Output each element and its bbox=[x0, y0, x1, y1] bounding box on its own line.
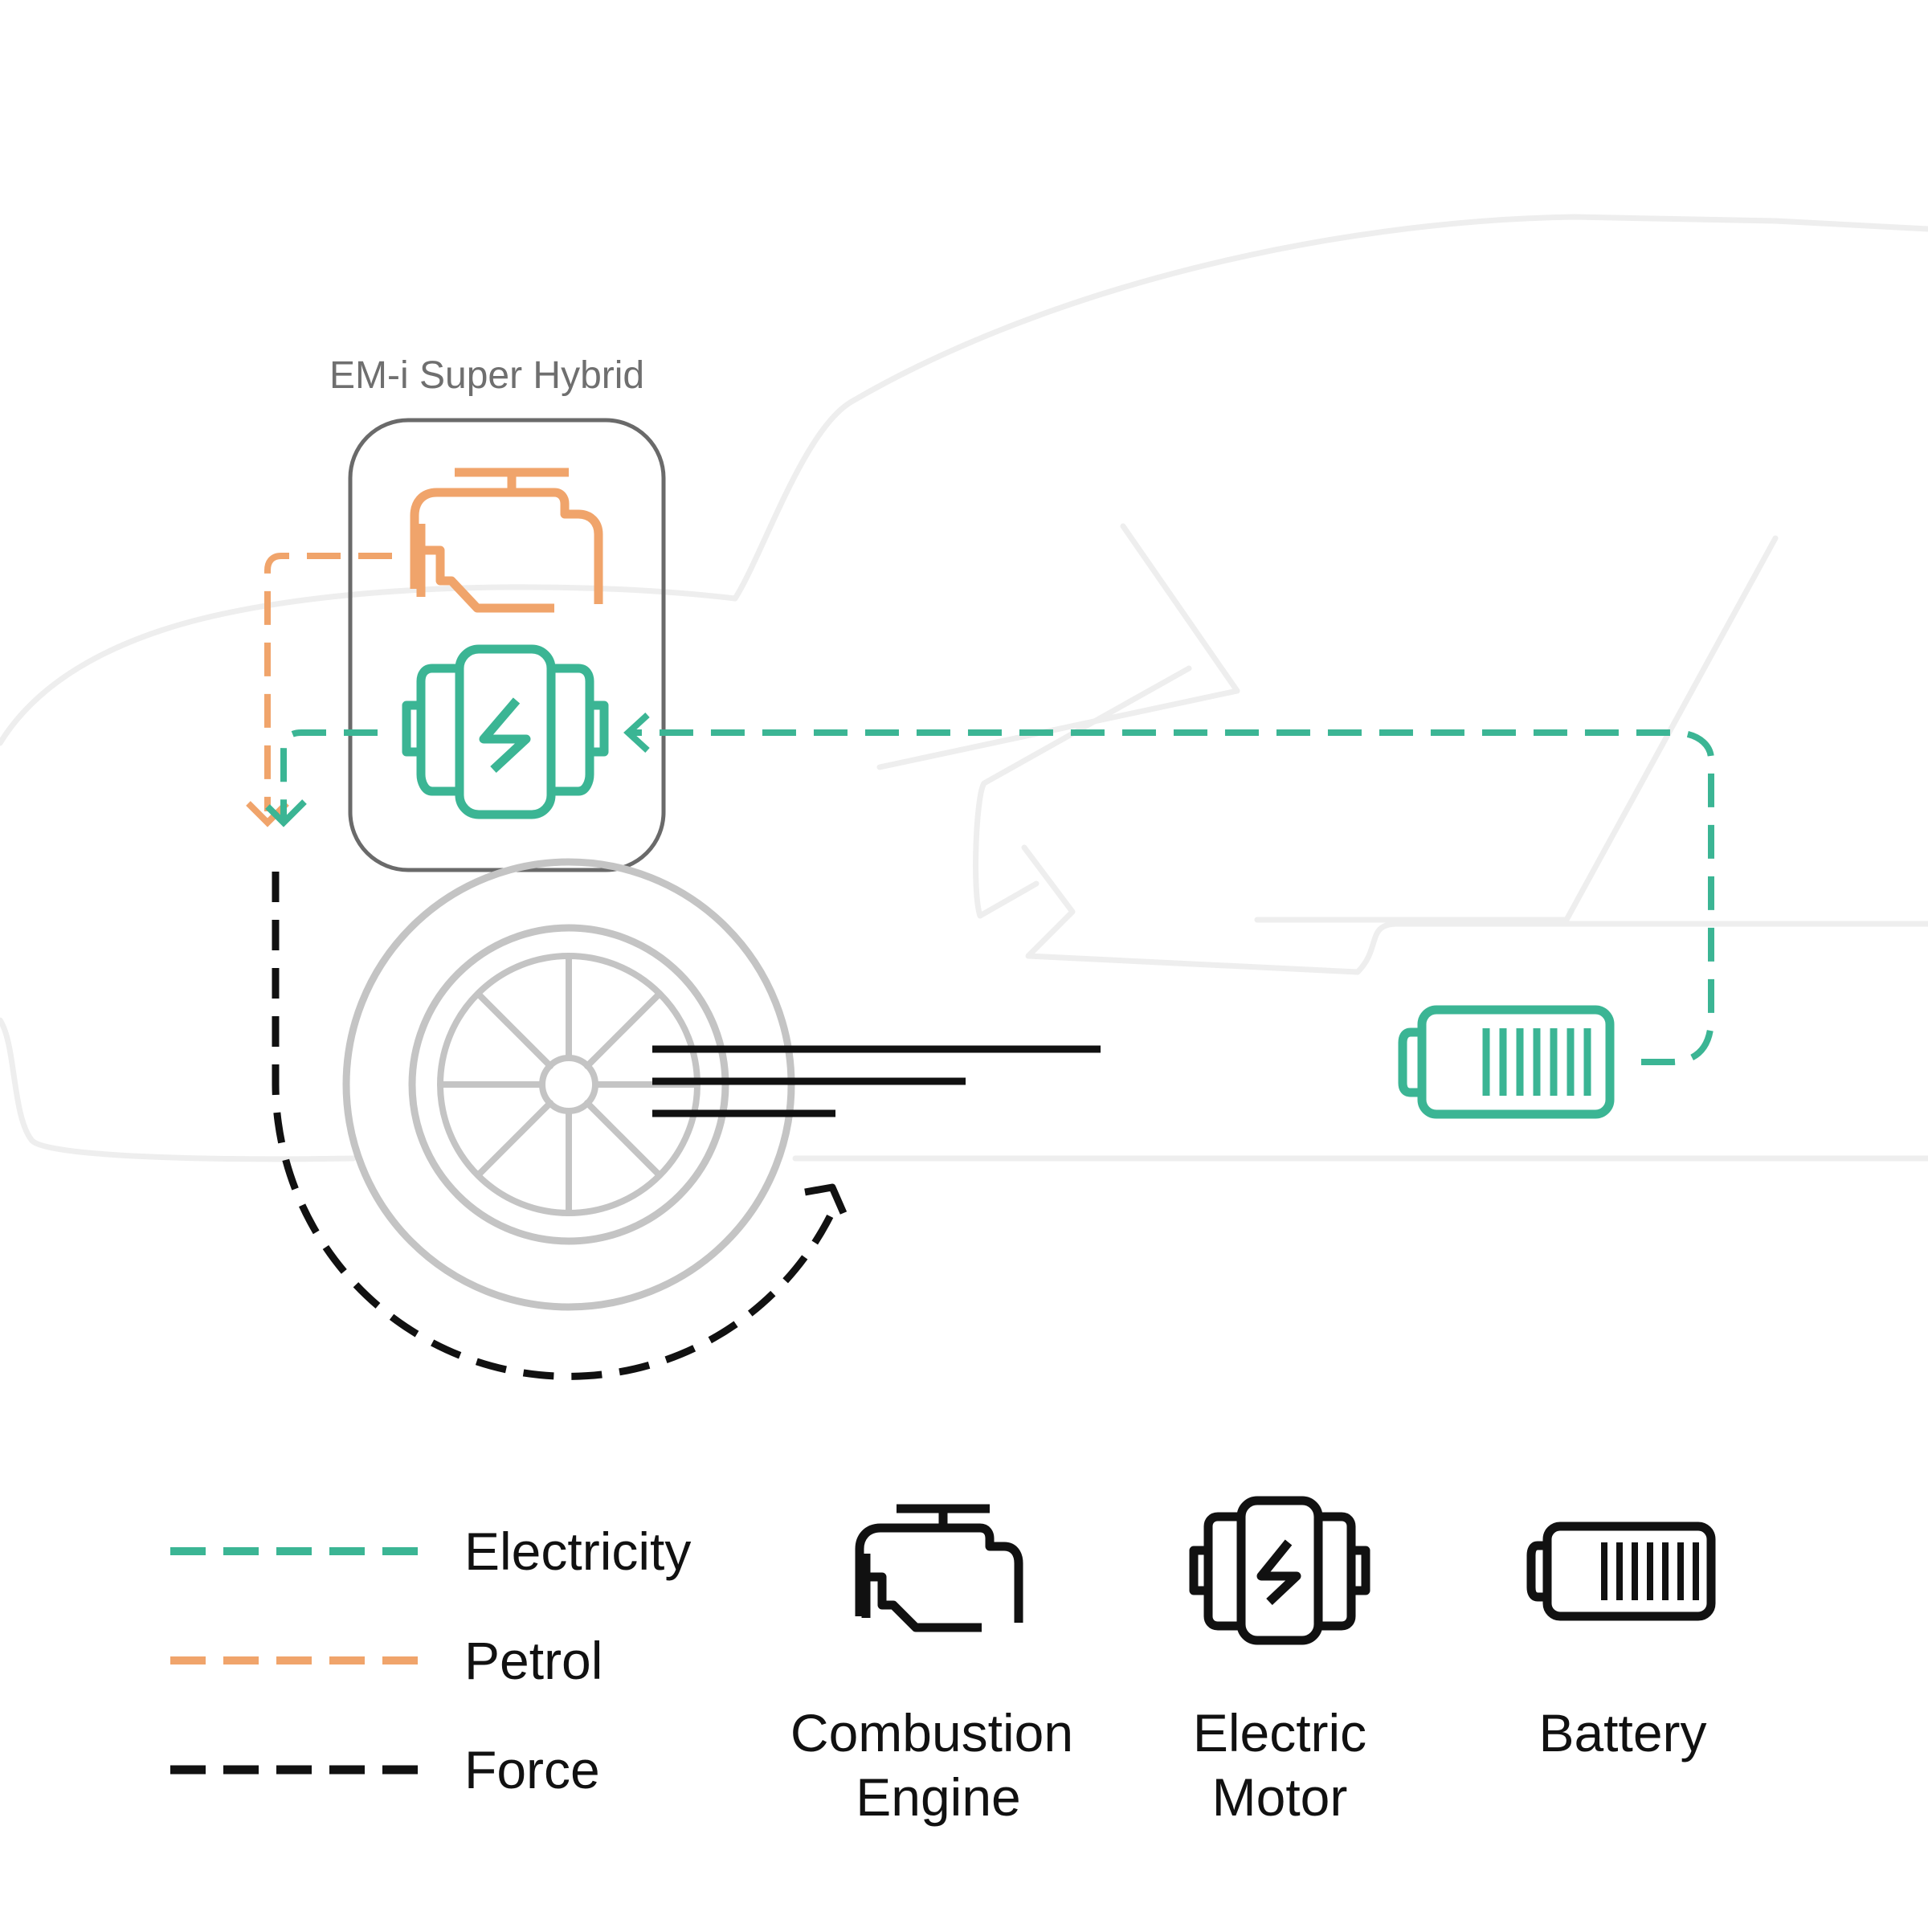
force-arrowhead bbox=[804, 1183, 848, 1215]
car-outline bbox=[0, 214, 1928, 1162]
battery-label: Battery bbox=[1538, 1703, 1707, 1762]
speed-lines bbox=[652, 1045, 1101, 1117]
engine-icon bbox=[410, 468, 603, 613]
legend-battery-icon bbox=[1526, 1522, 1716, 1621]
petrol-flow bbox=[264, 553, 392, 811]
hybrid-system-title: EM-i Super Hybrid bbox=[329, 354, 645, 397]
legend-force-label: Force bbox=[464, 1740, 600, 1799]
battery-icon bbox=[1398, 1005, 1615, 1119]
force-flow bbox=[272, 872, 839, 1380]
motor-label-line1: Electric bbox=[1192, 1703, 1367, 1762]
electricity-arrowhead-motor bbox=[623, 713, 650, 753]
electricity-arrowhead-wheel bbox=[265, 799, 307, 827]
electricity-flow bbox=[280, 729, 1714, 1065]
legend-engine-icon bbox=[855, 1504, 1023, 1632]
motor-label-line2: Motor bbox=[1211, 1767, 1348, 1827]
engine-label-line1: Combustion bbox=[790, 1703, 1074, 1762]
engine-label-line2: Engine bbox=[856, 1767, 1021, 1827]
legend-motor-icon bbox=[1189, 1496, 1370, 1645]
legend-electricity-label: Electricity bbox=[464, 1522, 692, 1581]
legend-petrol-label: Petrol bbox=[464, 1631, 603, 1690]
motor-icon bbox=[402, 644, 609, 819]
